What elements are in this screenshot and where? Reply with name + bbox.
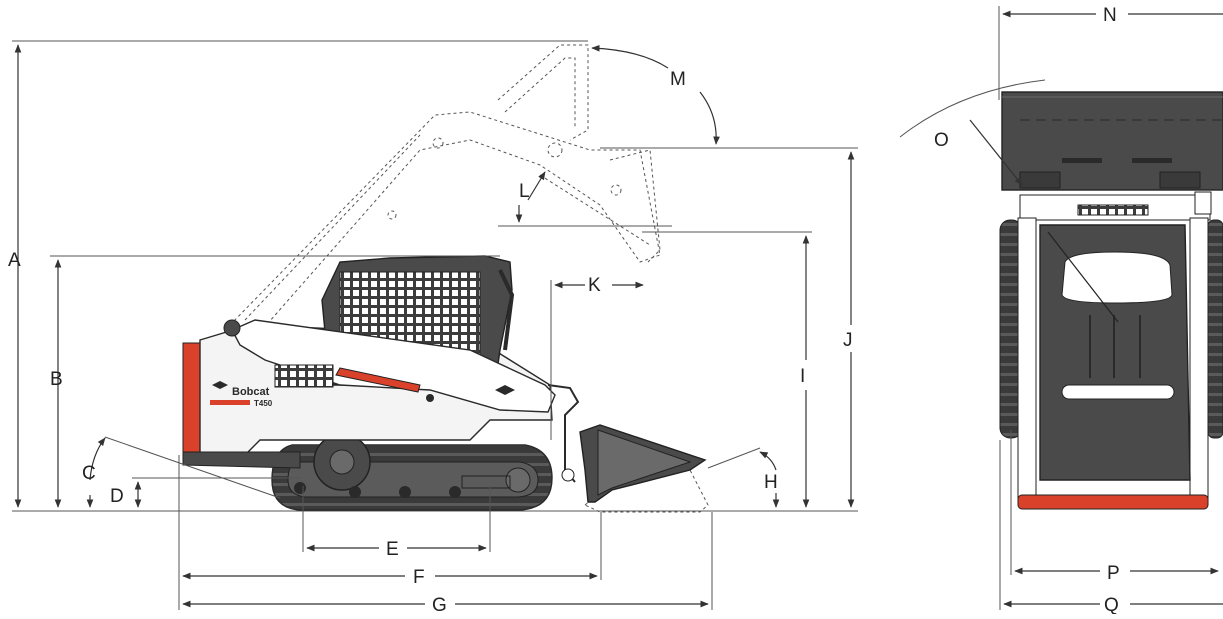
dimension-label-d: D [110, 486, 124, 507]
raised-boom-outline [229, 44, 661, 331]
brand-name: Bobcat [232, 386, 270, 398]
dimension-label-p: P [1107, 563, 1120, 584]
loader-body: Bobcat T450 [182, 255, 707, 503]
dimension-label-j: J [843, 330, 853, 351]
dimension-label-c: C [82, 463, 96, 484]
counterweight-top [1017, 494, 1209, 510]
dimension-label-g: G [432, 595, 447, 614]
right-track-top [1207, 219, 1223, 439]
dimension-label-b: B [50, 369, 63, 390]
dimension-label-k: K [588, 275, 601, 296]
dimension-label-i: I [800, 366, 805, 387]
dimension-label-q: Q [1104, 595, 1119, 614]
dimension-label-a: A [8, 250, 21, 271]
dimension-label-m: M [670, 69, 686, 90]
dimension-label-l: L [519, 181, 530, 202]
dimension-label-e: E [386, 539, 399, 560]
bobcat-logo-icon [495, 385, 515, 395]
top-view: N O P [899, 5, 1223, 616]
dimension-label-h: H [764, 472, 778, 493]
track-assembly [271, 433, 553, 511]
dimension-label-n: N [1103, 5, 1117, 26]
dimension-label-f: F [413, 567, 425, 588]
side-view: Bobcat T450 A B C D E [8, 40, 858, 616]
dimension-label-o: O [934, 130, 949, 151]
model-badge: T450 [254, 399, 273, 408]
